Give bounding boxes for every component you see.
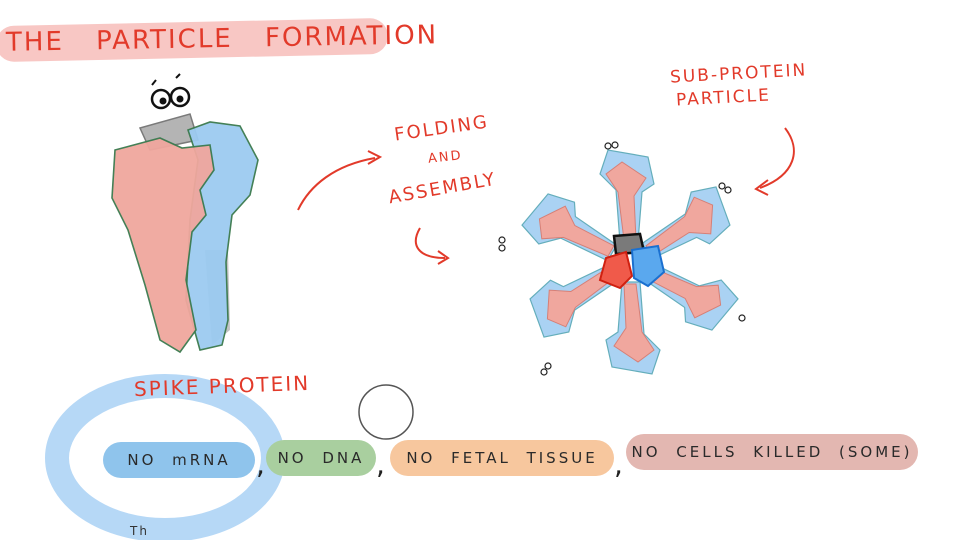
pill-no-mrna: NO mRNA xyxy=(103,442,255,478)
eyes-icon xyxy=(150,73,191,110)
pill-no-cells-killed: NO CELLS KILLED (SOME) xyxy=(626,434,918,470)
separator-comma: , xyxy=(614,448,623,481)
cursor-circle-icon xyxy=(358,384,414,440)
pill-no-dna: NO DNA xyxy=(266,440,376,476)
sub-protein-particle xyxy=(498,141,746,376)
pill-no-fetal-tissue: NO FETAL TISSUE xyxy=(390,440,614,476)
separator-comma: , xyxy=(376,448,385,481)
spike-protein-drawing xyxy=(111,113,259,354)
separator-comma: , xyxy=(256,448,265,481)
curved-arrow-icon xyxy=(297,157,376,211)
scribble-text: Th xyxy=(130,524,149,538)
